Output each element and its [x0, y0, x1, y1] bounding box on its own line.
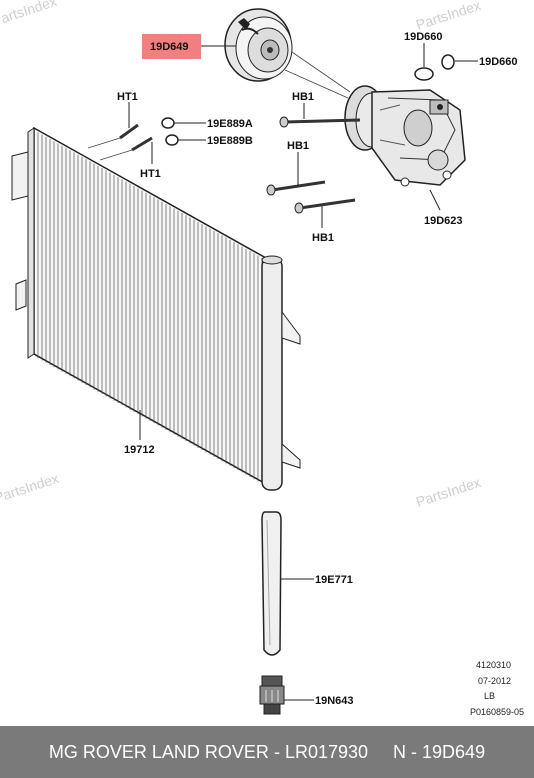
clutch-callout-highlight [142, 34, 201, 59]
watermark-top-left: PartsIndex [0, 0, 59, 29]
callout-hb1-bottom[interactable]: HB1 [312, 232, 334, 244]
bolt-hb1-bottom[interactable] [294, 198, 356, 214]
ac-compressor[interactable] [344, 85, 466, 187]
condenser[interactable] [11, 126, 301, 491]
callout-19d623[interactable]: 19D623 [424, 215, 463, 227]
assembly-line-2 [284, 69, 349, 99]
footer-ref: N - 19D649 [393, 741, 486, 762]
watermark-mid-right: PartsIndex [414, 474, 483, 510]
parts-diagram: PartsIndex PartsIndex PartsIndex PartsIn… [0, 0, 524, 717]
callout-19d660-right[interactable]: 19D660 [479, 56, 518, 68]
callout-19d660-top[interactable]: 19D660 [404, 31, 443, 43]
assembly-line-3 [87, 137, 121, 149]
callout-ht1-top[interactable]: HT1 [117, 91, 138, 103]
seal-19e889a[interactable] [161, 117, 175, 129]
callout-19712[interactable]: 19712 [124, 444, 155, 456]
seal-19e889b[interactable] [165, 134, 179, 146]
stud-ht1-top[interactable] [119, 123, 139, 140]
meta-line-4: P0160859-05 [470, 707, 524, 717]
bolt-hb1-top[interactable] [279, 116, 361, 128]
meta-line-1: 4120310 [476, 660, 511, 670]
callout-ht1-bottom[interactable]: HT1 [140, 168, 161, 180]
callout-19e889b[interactable]: 19E889B [207, 135, 253, 147]
o-ring-top[interactable] [414, 67, 434, 81]
bolt-hb1-middle[interactable] [266, 180, 326, 196]
stud-ht1-bottom[interactable] [131, 136, 153, 152]
callout-hb1-top[interactable]: HB1 [292, 91, 314, 103]
callout-hb1-middle[interactable]: HB1 [287, 140, 309, 152]
plug[interactable] [259, 675, 285, 715]
o-ring-right[interactable] [441, 54, 455, 70]
dryer-desiccant[interactable] [261, 511, 282, 656]
footer-bar: MG ROVER LAND ROVER - LR017930 N - 19D64… [0, 726, 534, 778]
callout-19e771[interactable]: 19E771 [315, 574, 353, 586]
footer-part-number: LR017930 [284, 741, 369, 762]
footer-brand: MG ROVER LAND ROVER [48, 741, 269, 762]
callout-19e889a[interactable]: 19E889A [207, 118, 253, 130]
callout-19n643[interactable]: 19N643 [315, 695, 354, 707]
meta-line-3: LB [484, 691, 495, 701]
watermark-top-right: PartsIndex [414, 0, 483, 33]
watermark-mid-left: PartsIndex [0, 470, 61, 506]
callout-19d649[interactable]: 19D649 [150, 41, 189, 53]
assembly-line-1 [291, 51, 351, 93]
clutch-pulley[interactable] [224, 8, 293, 82]
leader-19d623 [429, 189, 441, 211]
assembly-line-4 [99, 149, 133, 161]
meta-line-2: 07-2012 [478, 676, 511, 686]
